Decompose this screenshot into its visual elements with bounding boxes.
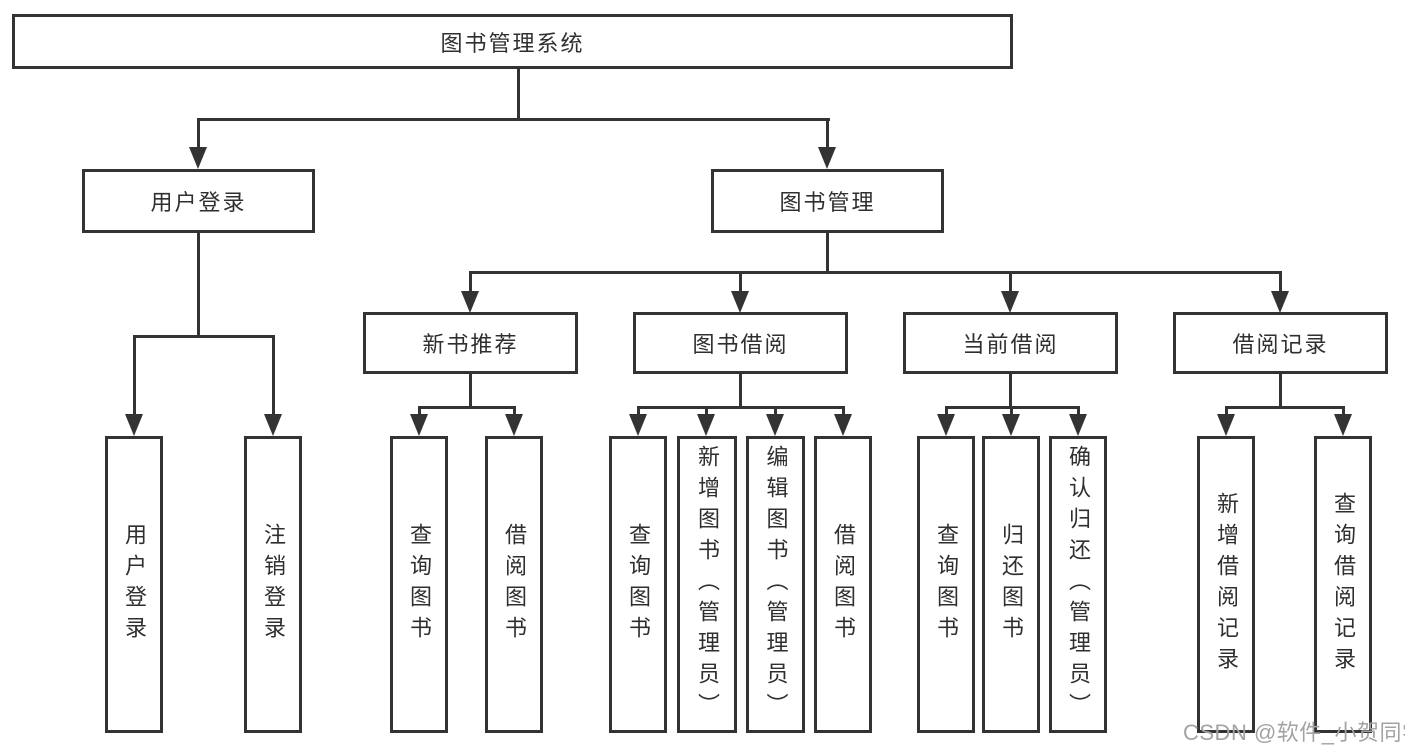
leaf-logout: 注销登录: [244, 436, 302, 733]
node-book-borrowing: 图书借阅: [633, 312, 848, 374]
node-borrowing-records: 借阅记录: [1173, 312, 1388, 374]
node-label: 新增借阅记录: [1214, 491, 1239, 678]
arrowhead-down-icon: [629, 414, 647, 436]
arrowhead-down-icon: [1002, 414, 1020, 436]
connector-line: [197, 118, 830, 121]
connector-line: [1279, 373, 1282, 409]
node-label: 归还图书: [999, 522, 1024, 647]
arrowhead-down-icon: [697, 414, 715, 436]
node-root-library-system: 图书管理系统: [12, 14, 1013, 69]
connector-line: [842, 406, 845, 416]
arrowhead-down-icon: [834, 414, 852, 436]
leaf-add-books-admin: 新增图书（管理员）: [677, 436, 737, 733]
node-new-book-recommendation: 新书推荐: [363, 312, 578, 374]
connector-line: [739, 373, 742, 409]
node-label: 借阅图书: [831, 522, 856, 647]
connector-line: [1077, 406, 1080, 416]
arrowhead-down-icon: [818, 147, 836, 169]
node-label: 图书管理: [779, 190, 876, 215]
connector-line: [1225, 406, 1228, 416]
node-label: 编辑图书（管理员）: [763, 445, 789, 724]
node-label: 图书借阅: [692, 332, 789, 357]
connector-line: [469, 271, 472, 293]
arrowhead-down-icon: [1069, 414, 1087, 436]
node-label: 用户登录: [122, 522, 147, 647]
connector-line: [133, 335, 275, 338]
leaf-user-login: 用户登录: [105, 436, 163, 733]
connector-line: [739, 271, 742, 293]
node-label: 确认归还（管理员）: [1066, 445, 1091, 724]
connector-line: [418, 406, 516, 409]
connector-line: [418, 406, 421, 416]
node-label: 新增图书（管理员）: [695, 445, 720, 724]
connector-line: [1010, 406, 1013, 416]
arrowhead-down-icon: [264, 414, 282, 436]
connector-line: [637, 406, 845, 409]
leaf-query-books-current: 查询图书: [917, 436, 975, 733]
connector-line: [826, 118, 829, 149]
node-label: 用户登录: [150, 190, 247, 215]
arrowhead-down-icon: [731, 291, 749, 313]
arrowhead-down-icon: [1001, 291, 1019, 313]
connector-line: [1009, 271, 1012, 293]
leaf-query-books-recommend: 查询图书: [390, 436, 448, 733]
node-book-management: 图书管理: [711, 169, 944, 233]
arrowhead-down-icon: [189, 147, 207, 169]
node-label: 查询图书: [934, 522, 959, 647]
connector-line: [637, 406, 640, 416]
connector-line: [945, 406, 948, 416]
connector-line: [1009, 373, 1012, 409]
connector-line: [517, 68, 520, 121]
node-label: 新书推荐: [422, 332, 519, 357]
connector-line: [513, 406, 516, 416]
leaf-return-books: 归还图书: [982, 436, 1040, 733]
connector-line: [826, 232, 829, 274]
leaf-confirm-return-admin: 确认归还（管理员）: [1049, 436, 1107, 733]
node-label: 图书管理系统: [440, 30, 585, 56]
node-label: 注销登录: [261, 522, 286, 647]
arrowhead-down-icon: [766, 414, 784, 436]
csdn-watermark: CSDN @软件_小贺同学: [1183, 720, 1405, 745]
arrowhead-down-icon: [1334, 414, 1352, 436]
node-current-borrowing: 当前借阅: [903, 312, 1118, 374]
leaf-borrow-books-recommend: 借阅图书: [485, 436, 543, 733]
leaf-borrow-books: 借阅图书: [814, 436, 872, 733]
arrowhead-down-icon: [410, 414, 428, 436]
connector-line: [133, 335, 136, 416]
connector-line: [469, 373, 472, 409]
arrowhead-down-icon: [1217, 414, 1235, 436]
connector-line: [705, 406, 708, 416]
leaf-add-borrow-record: 新增借阅记录: [1197, 436, 1255, 733]
node-label: 查询借阅记录: [1331, 491, 1356, 678]
leaf-edit-books-admin: 编辑图书（管理员）: [746, 436, 805, 733]
node-label: 查询图书: [407, 522, 432, 647]
connector-line: [272, 335, 275, 416]
leaf-query-books-borrowing: 查询图书: [609, 436, 667, 733]
node-label: 当前借阅: [962, 332, 1059, 357]
node-label: 借阅图书: [502, 522, 527, 647]
connector-line: [197, 232, 200, 338]
leaf-query-borrow-record: 查询借阅记录: [1314, 436, 1372, 733]
connector-line: [469, 271, 1282, 274]
node-label: 查询图书: [626, 522, 651, 647]
connector-line: [1225, 406, 1345, 409]
connector-line: [774, 406, 777, 416]
arrowhead-down-icon: [1271, 291, 1289, 313]
arrowhead-down-icon: [461, 291, 479, 313]
arrowhead-down-icon: [505, 414, 523, 436]
connector-line: [1342, 406, 1345, 416]
node-user-login: 用户登录: [82, 169, 315, 233]
arrowhead-down-icon: [937, 414, 955, 436]
connector-line: [197, 118, 200, 149]
node-label: 借阅记录: [1232, 332, 1329, 357]
arrowhead-down-icon: [125, 414, 143, 436]
connector-line: [1279, 271, 1282, 293]
